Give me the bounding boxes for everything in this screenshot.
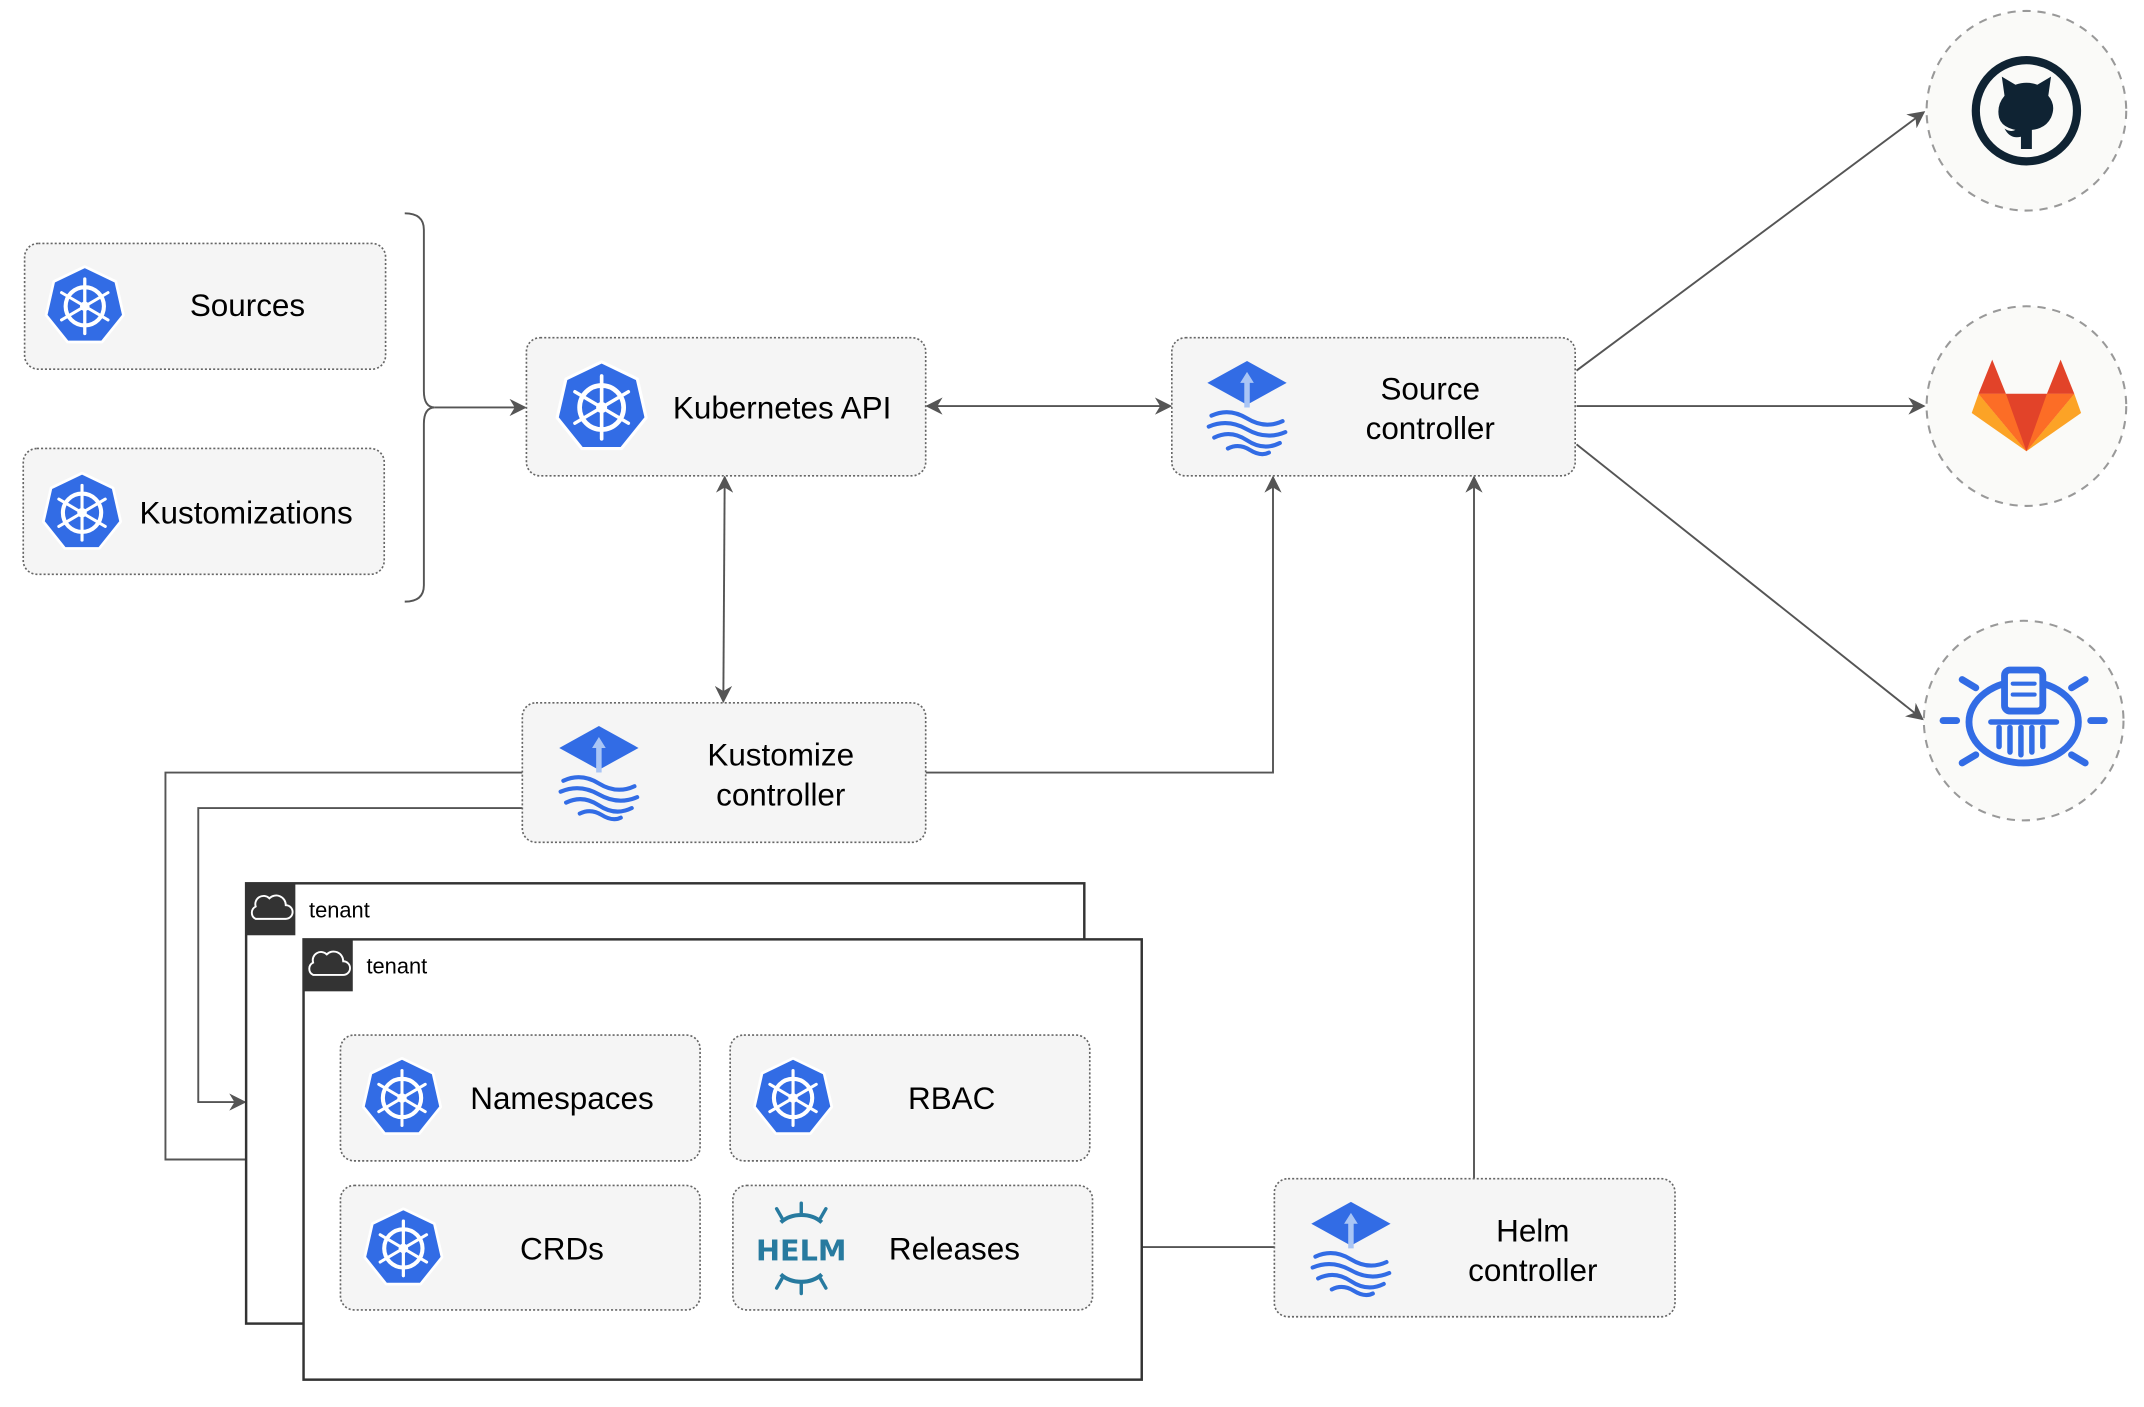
- node-label-line1: Kustomize: [707, 738, 854, 773]
- bucket-icon: [1939, 666, 2108, 767]
- node-releases[interactable]: HELM Releases: [732, 1184, 1094, 1311]
- node-label: Kustomizations: [140, 496, 353, 531]
- node-crds[interactable]: CRDs: [339, 1184, 701, 1311]
- tenant-label: tenant: [309, 897, 370, 922]
- node-source-controller[interactable]: Source controller: [1170, 336, 1577, 477]
- node-kustomize-controller[interactable]: Kustomize controller: [521, 701, 927, 844]
- node-label-line1: Source: [1380, 371, 1480, 406]
- external-github[interactable]: [1925, 9, 2128, 212]
- external-bucket[interactable]: [1922, 619, 2125, 822]
- grouping-bracket: [404, 212, 435, 603]
- tenant-front[interactable]: tenant Namespaces RBAC CRDs HELM: [302, 938, 1143, 1381]
- node-label-line2: controller: [716, 777, 845, 812]
- node-label: CRDs: [520, 1231, 604, 1266]
- github-icon: [1971, 56, 2082, 166]
- node-label: Kubernetes API: [673, 390, 891, 425]
- tenant-icon-badge: [246, 883, 296, 936]
- external-gitlab[interactable]: [1925, 305, 2128, 507]
- helm-icon: HELM: [756, 1201, 847, 1296]
- node-label-line1: Helm: [1496, 1214, 1569, 1249]
- svg-text:HELM: HELM: [756, 1234, 846, 1268]
- node-label-line2: controller: [1366, 411, 1495, 446]
- edge-source-to-bucket: [1575, 443, 1924, 721]
- node-label: Namespaces: [470, 1081, 653, 1116]
- node-helm-controller[interactable]: Helm controller: [1273, 1177, 1676, 1318]
- node-label: Sources: [190, 288, 305, 323]
- node-label-line2: controller: [1468, 1253, 1597, 1288]
- node-label: RBAC: [908, 1081, 995, 1116]
- edge-kustomize-to-source-controller: [925, 475, 1282, 774]
- gitlab-icon: [1971, 359, 2082, 452]
- node-rbac[interactable]: RBAC: [729, 1034, 1091, 1162]
- edge-kubernetes-api-kustomize-controller: [714, 475, 734, 704]
- edge-kustomize-to-tenant-front: [164, 771, 523, 1169]
- tenant-icon-badge: [303, 939, 353, 992]
- edges: [164, 111, 1926, 1256]
- edge-kustomize-to-tenant-back: [197, 807, 523, 1111]
- node-label: Releases: [889, 1231, 1020, 1266]
- node-kubernetes-api[interactable]: Kubernetes API: [525, 336, 927, 477]
- node-namespaces[interactable]: Namespaces: [339, 1034, 701, 1162]
- node-sources[interactable]: Sources: [23, 242, 387, 371]
- tenant-label: tenant: [366, 954, 427, 979]
- edge-source-to-github: [1575, 111, 1926, 372]
- node-kustomizations[interactable]: Kustomizations: [22, 447, 386, 576]
